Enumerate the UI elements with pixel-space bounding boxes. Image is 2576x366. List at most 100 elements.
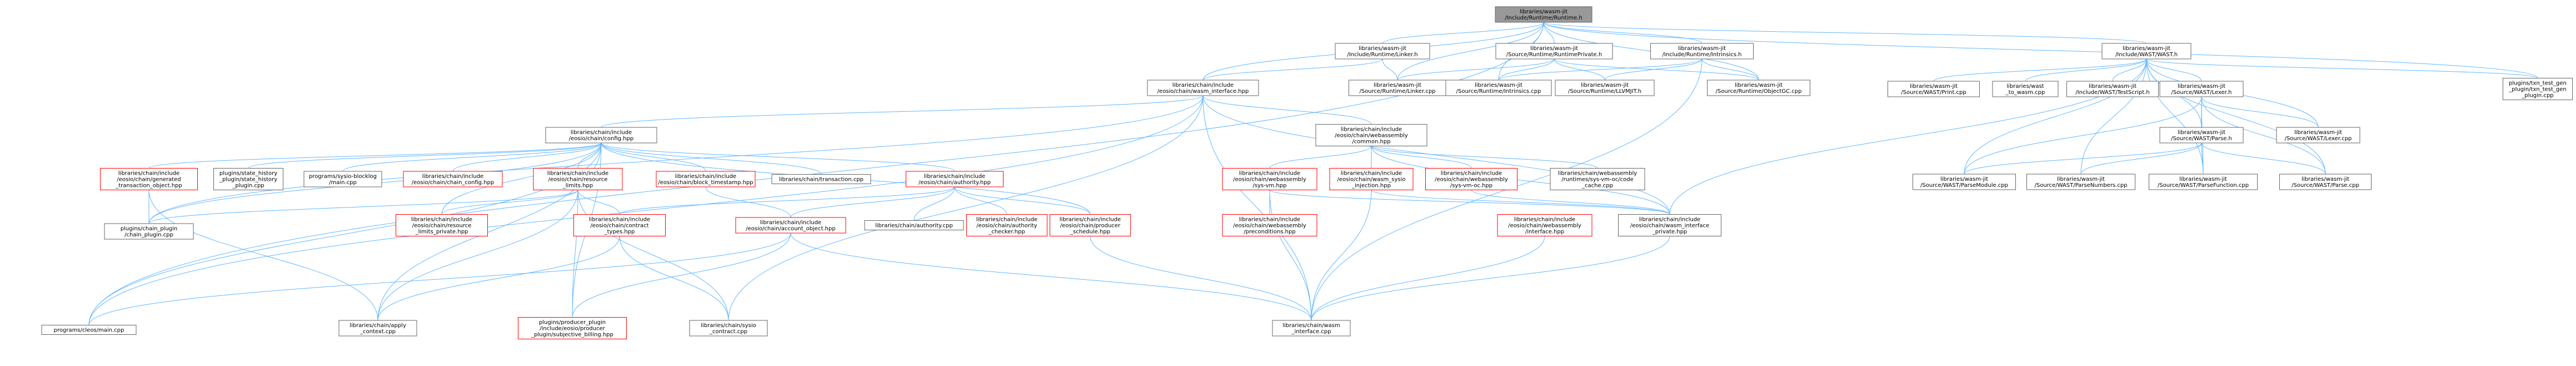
edge-eosio-contract-to-wasm-iface-hpp bbox=[728, 91, 1206, 321]
edge-txn-test-gen-to-wast-h bbox=[2144, 55, 2538, 78]
edge-chain-plugin-to-wasm-iface-hpp bbox=[148, 91, 1206, 224]
node-config-hpp[interactable]: libraries/chain/include/eosio/chain/conf… bbox=[545, 127, 657, 144]
node-label-line: libraries/wasm-jit bbox=[1940, 176, 1988, 182]
node-txn-test-gen[interactable]: plugins/txn_test_gen_plugin/txn_test_gen… bbox=[2503, 78, 2573, 100]
node-wast-testscript[interactable]: libraries/wasm-jit/Include/WAST/TestScri… bbox=[2066, 81, 2159, 97]
node-wast-parsemodule[interactable]: libraries/wasm-jit/Source/WAST/ParseModu… bbox=[1913, 174, 2016, 190]
node-intrinsics-cpp[interactable]: libraries/wasm-jit/Source/Runtime/Intrin… bbox=[1445, 80, 1552, 96]
node-box bbox=[1707, 80, 1810, 96]
node-linker-cpp[interactable]: libraries/wasm-jit/Source/Runtime/Linker… bbox=[1349, 80, 1446, 96]
node-sys-vm-oc-cache[interactable]: libraries/chain/webassembly/runtimes/sys… bbox=[1550, 168, 1645, 190]
node-intrinsics-h[interactable]: libraries/wasm-jit/Include/Runtime/Intri… bbox=[1650, 43, 1754, 60]
node-chain-plugin[interactable]: plugins/chain_plugin/chain_plugin.cpp bbox=[104, 223, 194, 240]
node-wasm-iface-hpp[interactable]: libraries/chain/include/eosio/chain/wasm… bbox=[1147, 80, 1259, 96]
node-resource-limits[interactable]: libraries/chain/include/eosio/chain/reso… bbox=[533, 168, 623, 190]
node-authority-cpp[interactable]: libraries/chain/authority.cpp bbox=[864, 220, 964, 230]
node-wast-to-wasm[interactable]: libraries/wast_to_wasm.cpp bbox=[1992, 81, 2059, 97]
node-wasm-precond[interactable]: libraries/chain/include/eosio/chain/weba… bbox=[1222, 214, 1317, 236]
node-llvmjit[interactable]: libraries/wasm-jit/Source/Runtime/LLVMJI… bbox=[1555, 80, 1655, 96]
node-box bbox=[41, 325, 137, 335]
node-box bbox=[104, 223, 194, 240]
node-label-line: /Include/Runtime/Intrinsics.h bbox=[1663, 52, 1742, 58]
node-label-line: libraries/chain/include bbox=[1239, 171, 1300, 177]
node-wasm-interface-cpp[interactable]: libraries/chain/wasm_interface.cpp bbox=[1272, 320, 1351, 337]
edge-apply-context-to-contract-types bbox=[377, 232, 622, 321]
node-block-timestamp[interactable]: libraries/chain/include/eosio/chain/bloc… bbox=[656, 171, 756, 187]
node-label-line: /eosio/chain/wasm_sysio bbox=[1337, 177, 1405, 183]
node-authority-hpp[interactable]: libraries/chain/include/eosio/chain/auth… bbox=[906, 171, 1004, 187]
node-box bbox=[1050, 214, 1131, 236]
node-label-line: libraries/wasm-jit bbox=[1520, 9, 1567, 15]
node-linker-h[interactable]: libraries/wasm-jit/Include/Runtime/Linke… bbox=[1335, 43, 1430, 60]
node-box bbox=[2276, 127, 2360, 144]
node-wast-print[interactable]: libraries/wasm-jit/Source/WAST/Print.cpp bbox=[1888, 81, 1980, 97]
node-sys-vm[interactable]: libraries/chain/include/eosio/chain/weba… bbox=[1222, 168, 1317, 190]
node-box bbox=[1335, 43, 1430, 60]
node-label-line: libraries/chain/apply bbox=[350, 323, 406, 329]
node-contract-types[interactable]: libraries/chain/include/eosio/chain/cont… bbox=[573, 214, 666, 236]
node-label-line: /eosio/chain/webassembly bbox=[1435, 177, 1508, 183]
node-pg-main[interactable]: programs/cleos/main.cpp bbox=[41, 325, 137, 335]
node-state-history[interactable]: plugins/state_history_plugin/state_histo… bbox=[213, 168, 283, 190]
node-sysio-blocklog[interactable]: programs/sysio-blocklog/main.cpp bbox=[303, 171, 382, 187]
node-box bbox=[1425, 168, 1517, 190]
node-gen-txn-obj[interactable]: libraries/chain/include/eosio/chain/gene… bbox=[100, 168, 198, 190]
node-label-line: libraries/wasm-jit bbox=[1735, 82, 1783, 88]
node-label-line: /eosio/chain/chain_config.hpp bbox=[412, 180, 494, 186]
node-wast-lexer-cpp[interactable]: libraries/wasm-jit/Source/WAST/Lexer.cpp bbox=[2276, 127, 2360, 144]
node-wast-h[interactable]: libraries/wasm-jit/Include/WAST/WAST.h bbox=[2101, 43, 2191, 60]
edge-wast-parse-cpp-to-wast-lexer-h bbox=[2199, 92, 2326, 175]
edge-subjective-billing-to-resource-limits bbox=[572, 186, 581, 318]
node-account-object[interactable]: libraries/chain/include/eosio/chain/acco… bbox=[735, 217, 846, 234]
node-label-line: _plugin.cpp bbox=[2521, 93, 2553, 99]
node-authority-checker[interactable]: libraries/chain/include/eosio/chain/auth… bbox=[966, 214, 1047, 236]
node-wast-parse-h[interactable]: libraries/wasm-jit/Source/WAST/Parse.h bbox=[2159, 127, 2244, 144]
edge-sys-vm-oc-cache-to-wasm-common bbox=[1369, 142, 1598, 169]
node-wast-parsefunction[interactable]: libraries/wasm-jit/Source/WAST/ParseFunc… bbox=[2149, 174, 2258, 190]
node-chain-config[interactable]: libraries/chain/include/eosio/chain/chai… bbox=[403, 171, 503, 187]
edge-linker-cpp-to-runtimepriv-h bbox=[1397, 55, 1557, 81]
node-resource-limits-private[interactable]: libraries/chain/include/eosio/chain/reso… bbox=[396, 214, 488, 236]
node-label-line: libraries/chain/include bbox=[675, 174, 736, 180]
edge-wasm-iface-private-to-wasm-iface-hpp bbox=[1200, 91, 1670, 215]
node-transaction-cpp[interactable]: libraries/chain/transaction.cpp bbox=[771, 174, 871, 184]
node-runtime-h[interactable]: libraries/wasm-jit/Include/Runtime/Runti… bbox=[1495, 6, 1592, 23]
node-label-line: /Source/Runtime/Linker.cpp bbox=[1359, 88, 1435, 95]
node-box bbox=[1272, 320, 1351, 337]
node-wasm-interface-hpp2[interactable]: libraries/chain/include/eosio/chain/weba… bbox=[1497, 214, 1592, 236]
node-box bbox=[1913, 174, 2016, 190]
node-label-line: libraries/chain/include bbox=[1172, 82, 1234, 88]
node-wasm-eosio-inj[interactable]: libraries/chain/include/eosio/chain/wasm… bbox=[1329, 168, 1414, 190]
node-box bbox=[2503, 78, 2573, 100]
node-box bbox=[689, 320, 768, 337]
node-label-line: programs/sysio-blocklog bbox=[309, 174, 377, 180]
node-wasm-common[interactable]: libraries/chain/include/eosio/chain/weba… bbox=[1315, 124, 1427, 146]
node-label-line: /Source/Runtime/LLVMJIT.h bbox=[1568, 88, 1641, 95]
edge-wast-h-to-runtime-h bbox=[1541, 18, 2147, 44]
node-runtimepriv-h[interactable]: libraries/wasm-jit/Source/Runtime/Runtim… bbox=[1495, 43, 1613, 60]
node-label-line: libraries/chain/include bbox=[1341, 127, 1402, 133]
node-label-line: _limits_private.hpp bbox=[415, 229, 468, 235]
node-apply-context[interactable]: libraries/chain/apply_context.cpp bbox=[338, 320, 417, 337]
node-objectgc[interactable]: libraries/wasm-jit/Source/Runtime/Object… bbox=[1707, 80, 1810, 96]
edge-contract-types-to-authority-hpp bbox=[619, 182, 957, 215]
node-label-line: libraries/wasm-jit bbox=[1678, 46, 1726, 52]
node-label-line: plugins/txn_test_gen bbox=[2509, 81, 2567, 87]
node-eosio-contract[interactable]: libraries/chain/sysio_contract.cpp bbox=[689, 320, 768, 337]
node-box bbox=[303, 171, 382, 187]
node-producer-schedule[interactable]: libraries/chain/include/eosio/chain/prod… bbox=[1050, 214, 1131, 236]
node-box bbox=[2159, 81, 2244, 97]
node-box bbox=[1618, 214, 1721, 236]
node-label-line: _plugin.cpp bbox=[232, 183, 264, 189]
node-wasm-iface-private[interactable]: libraries/chain/include/eosio/chain/wasm… bbox=[1618, 214, 1721, 236]
node-wast-parsenumbers[interactable]: libraries/wasm-jit/Source/WAST/ParseNumb… bbox=[2026, 174, 2135, 190]
edge-resource-limits-private-to-resource-limits bbox=[441, 186, 581, 215]
node-label-line: /Source/WAST/ParseModule.cpp bbox=[1920, 182, 2008, 189]
node-wast-lexer-h[interactable]: libraries/wasm-jit/Source/WAST/Lexer.h bbox=[2159, 81, 2244, 97]
node-wast-parse-cpp[interactable]: libraries/wasm-jit/Source/WAST/Parse.cpp bbox=[2279, 174, 2372, 190]
node-sys-vm-oc[interactable]: libraries/chain/include/eosio/chain/weba… bbox=[1425, 168, 1517, 190]
node-box bbox=[1222, 168, 1317, 190]
node-subjective-billing[interactable]: plugins/producer_plugin/include/eosio/pr… bbox=[518, 317, 627, 339]
node-label-line: libraries/wasm-jit bbox=[2123, 46, 2170, 52]
node-label-line: libraries/chain/transaction.cpp bbox=[779, 177, 863, 183]
